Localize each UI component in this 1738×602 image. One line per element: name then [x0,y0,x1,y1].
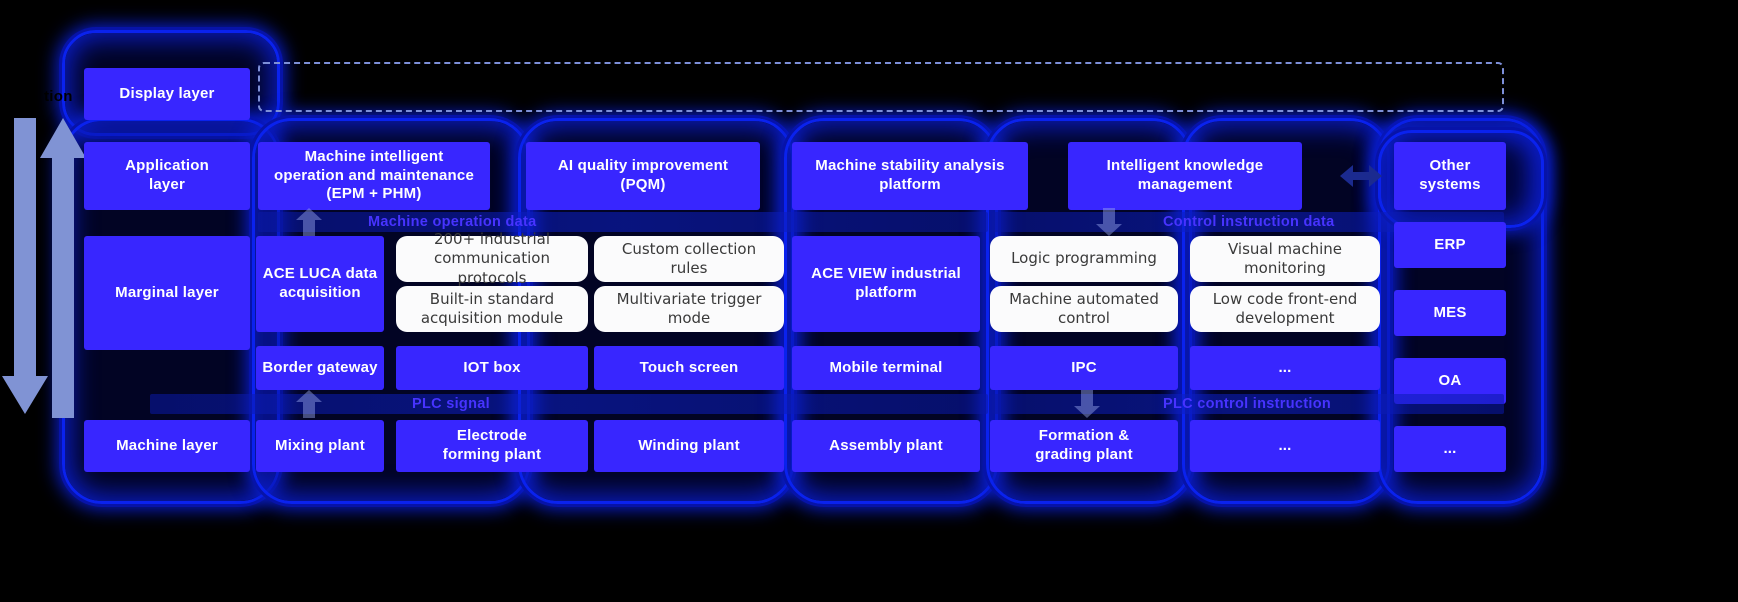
device-iot-box[interactable]: IOT box [396,346,588,390]
channel-label-machine-operation-data: Machine operation data [368,214,537,230]
external-system-erp[interactable]: ERP [1394,222,1506,268]
bidirectional-arrow-icon [1340,165,1382,187]
device-border-gateway[interactable]: Border gateway [256,346,384,390]
clipped-label: tion [44,88,73,105]
pill-logic-programming[interactable]: Logic programming [990,236,1178,282]
app-other-systems[interactable]: Other systems [1394,142,1506,210]
device-iot-box-label: IOT box [463,358,521,376]
pill-builtin-standard-module-label: Built-in standard acquisition module [420,289,564,328]
platform-ace-view-label: ACE VIEW industrial platform [811,265,961,301]
pill-industrial-protocols-label: 200+ industrial communication protocols [433,229,551,287]
pill-custom-collection-rules-label: Custom collection rules [621,239,757,278]
layer-label-display: Display layer [84,68,250,120]
app-machine-stability-analysis[interactable]: Machine stability analysis platform [792,142,1028,210]
app-machine-intelligent-om-label: Machine intelligent operation and mainte… [273,147,475,203]
pill-visual-machine-monitoring[interactable]: Visual machine monitoring [1190,236,1380,282]
device-ipc[interactable]: IPC [990,346,1178,390]
plant-winding[interactable]: Winding plant [594,420,784,472]
plant-electrode-forming[interactable]: Electrode forming plant [396,420,588,472]
platform-ace-luca-label: ACE LUCA data acquisition [262,265,378,301]
plant-formation-grading-label: Formation & grading plant [1035,427,1133,463]
app-machine-stability-analysis-label: Machine stability analysis platform [815,157,1005,193]
layer-label-marginal-text: Marginal layer [115,283,219,301]
device-border-gateway-label: Border gateway [262,358,378,376]
device-more[interactable]: ... [1190,346,1380,390]
pill-industrial-protocols[interactable]: 200+ industrial communication protocols [396,230,588,287]
channel-label-control-instruction-data: Control instruction data [1163,214,1335,230]
plant-winding-label: Winding plant [638,436,740,454]
pill-custom-collection-rules[interactable]: Custom collection rules [594,236,784,282]
device-more-label: ... [1278,358,1292,376]
app-other-systems-label: Other systems [1419,157,1481,193]
layer-label-application-text: Application layer [125,157,209,193]
plant-more-label: ... [1278,436,1292,454]
pill-multivariate-trigger-mode-label: Multivariate trigger mode [616,289,762,328]
app-intelligent-knowledge-management-label: Intelligent knowledge management [1106,157,1264,193]
plant-formation-grading[interactable]: Formation & grading plant [990,420,1178,472]
flow-arrow-down-plc-control-instruction [1074,390,1100,418]
plant-assembly[interactable]: Assembly plant [792,420,980,472]
platform-ace-luca[interactable]: ACE LUCA data acquisition [256,236,384,332]
pill-machine-automated-control-label: Machine automated control [1009,289,1159,328]
flow-arrow-down-control-instruction [1096,208,1122,236]
external-system-more[interactable]: ... [1394,426,1506,472]
plant-more[interactable]: ... [1190,420,1380,472]
external-system-mes[interactable]: MES [1394,290,1506,336]
app-ai-quality-improvement-label: AI quality improvement (PQM) [557,157,729,193]
plant-assembly-label: Assembly plant [829,436,943,454]
layer-label-machine-text: Machine layer [116,436,218,454]
flow-arrow-up-plc-signal [296,390,322,418]
flow-arrow-up-machine-operation [296,208,322,236]
pill-builtin-standard-module[interactable]: Built-in standard acquisition module [396,286,588,332]
downward-flow-arrow [2,118,48,414]
external-system-mes-label: MES [1433,303,1467,321]
pill-multivariate-trigger-mode[interactable]: Multivariate trigger mode [594,286,784,332]
pill-visual-machine-monitoring-label: Visual machine monitoring [1227,239,1342,278]
external-system-erp-label: ERP [1434,235,1466,253]
layer-label-machine: Machine layer [84,420,250,472]
device-mobile-terminal[interactable]: Mobile terminal [792,346,980,390]
device-touch-screen[interactable]: Touch screen [594,346,784,390]
pill-low-code-development[interactable]: Low code front-end development [1190,286,1380,332]
upward-flow-arrow [40,118,86,418]
pill-machine-automated-control[interactable]: Machine automated control [990,286,1178,332]
plant-mixing[interactable]: Mixing plant [256,420,384,472]
platform-ace-view[interactable]: ACE VIEW industrial platform [792,236,980,332]
pill-logic-programming-label: Logic programming [1011,249,1157,268]
app-ai-quality-improvement[interactable]: AI quality improvement (PQM) [526,142,760,210]
plant-mixing-label: Mixing plant [275,436,365,454]
device-touch-screen-label: Touch screen [639,358,739,376]
device-mobile-terminal-label: Mobile terminal [829,358,943,376]
device-ipc-label: IPC [1071,358,1097,376]
pill-low-code-development-label: Low code front-end development [1212,289,1358,328]
display-layer-connector [258,62,1504,112]
plant-electrode-forming-label: Electrode forming plant [442,427,542,463]
channel-label-plc-signal: PLC signal [412,396,490,412]
app-intelligent-knowledge-management[interactable]: Intelligent knowledge management [1068,142,1302,210]
layer-label-display-text: Display layer [119,84,215,102]
channel-band-plc-signal [150,394,988,414]
layer-label-application: Application layer [84,142,250,210]
external-system-oa[interactable]: OA [1394,358,1506,404]
external-system-oa-label: OA [1438,371,1462,389]
app-machine-intelligent-om[interactable]: Machine intelligent operation and mainte… [258,142,490,210]
external-system-more-label: ... [1443,439,1457,457]
channel-label-plc-control-instruction: PLC control instruction [1163,396,1332,412]
layer-label-marginal: Marginal layer [84,236,250,350]
